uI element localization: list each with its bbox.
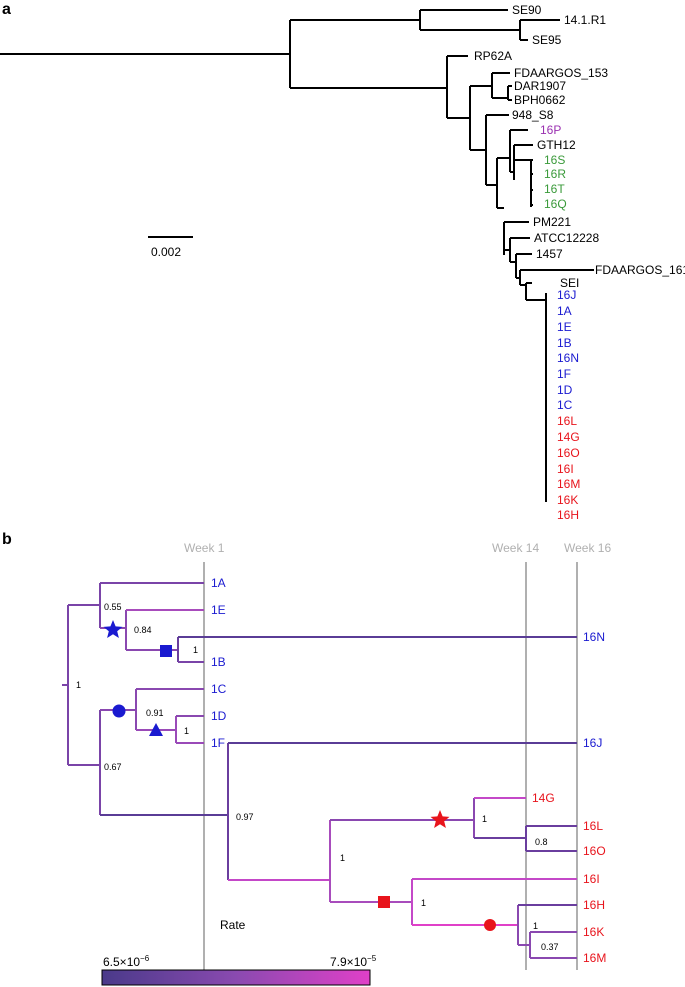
tree-a-leaf-16j: 16J [557,288,576,302]
tree-a-leaf-bph0662: BPH0662 [514,93,566,107]
support-value-16j-clade: 0.97 [236,812,254,822]
support-value-root: 1 [76,680,81,690]
week-14-label: Week 14 [492,541,539,555]
rate-max-label: 7.9×10−5 [330,954,377,969]
blue-star-marker [103,620,123,638]
tree-b-leaf-1a: 1A [211,576,226,590]
tree-a-leaf-16q: 16Q [544,197,567,211]
support-value-16n-1b: 1 [193,645,198,655]
tree-a-leaf-1457: 1457 [536,247,563,261]
tree-a-leaf-fdaargos-153: FDAARGOS_153 [514,66,608,80]
tree-a-leaf-1f: 1F [557,367,571,381]
tree-b-leaf-16n: 16N [583,630,605,644]
tree-a-leaf-1d: 1D [557,383,573,397]
blue-triangle-marker [149,723,163,736]
support-value-1e-clade: 0.84 [134,625,152,635]
tree-b-leaf-16o: 16O [583,844,606,858]
tree-a-leaf-16m: 16M [557,477,580,491]
tree-a-leaf-1b: 1B [557,336,572,350]
support-value-1a-1e: 0.55 [104,602,122,612]
support-value-16i-clade: 1 [421,898,426,908]
tree-a-leaf-16h: 16H [557,508,579,522]
tree-b-support-values: 1 0.55 0.84 1 0.91 1 0.67 0.97 1 1 0.8 1 1 0.37 [76,602,559,952]
week-1-label: Week 1 [184,541,225,555]
scale-bar-label: 0.002 [151,245,181,259]
tree-a-leaf-1c: 1C [557,398,573,412]
week-16-label: Week 16 [564,541,611,555]
support-value-1c-clade: 0.91 [146,708,164,718]
support-value-16h-clade: 1 [533,921,538,931]
tree-a-leaf-16r: 16R [544,167,566,181]
tree-a-leaf-sei: SEI [560,276,579,290]
tree-b-leaf-16i: 16I [583,872,600,886]
tree-a-leaf-14g: 14G [557,430,580,444]
panel-b: b Week 1 Week 14 Week 16 [2,531,611,986]
tree-b-leaf-1e: 1E [211,603,226,617]
panel-a: a [0,1,685,522]
tree-b-leaf-16h: 16H [583,898,605,912]
tree-a-leaf-pm221: PM221 [533,215,571,229]
tree-a-leaf-atcc12228: ATCC12228 [534,231,599,245]
tree-b-leaf-14g: 14G [532,791,555,805]
tree-a-leaf-1e: 1E [557,320,572,334]
tree-a-leaf-16p: 16P [540,123,561,137]
tree-a-leaf-16i: 16I [557,462,574,476]
support-value-14g-clade: 1 [482,814,487,824]
tree-a-leaf-se90: SE90 [512,3,542,17]
tree-b-labels: 1A 1E 16N 1B 1C 1D 1F 16J 14G 16L 16O 16I 16H 16K 16M [211,576,606,965]
tree-a-leaf-dar1907: DAR1907 [514,79,566,93]
tree-a-leaf-948-s8: 948_S8 [512,108,554,122]
support-value-c-big: 0.67 [104,762,122,772]
tree-a-leaf-16t: 16T [544,182,565,196]
support-value-red-clade: 1 [340,853,345,863]
blue-square-marker [160,645,172,657]
tree-b-leaf-16m: 16M [583,951,606,965]
tree-a-leaf-16n: 16N [557,351,579,365]
panel-a-label: a [2,1,11,18]
tree-a-leaf-gth12: GTH12 [537,138,576,152]
rate-gradient-bar [101,969,371,986]
tree-b-leaf-16j: 16J [583,736,602,750]
tree-b-branches [62,582,577,959]
tree-b-leaf-1b: 1B [211,655,226,669]
tree-a-leaf-fdaargos-161: FDAARGOS_161 [595,263,685,277]
tree-a-leaf-16k: 16K [557,493,578,507]
panel-b-label: b [2,531,12,548]
red-circle-marker [484,919,496,931]
tree-a-leaf-se95: SE95 [532,33,562,47]
support-value-1d-1f: 1 [184,726,189,736]
support-value-16l-16o: 0.8 [535,837,548,847]
tree-a-leaf-16o: 16O [557,446,580,460]
red-square-marker [378,896,390,908]
tree-a-leaf-16l: 16L [557,414,577,428]
support-value-16k-16m: 0.37 [541,942,559,952]
tree-a-leaf-16s: 16S [544,153,565,167]
tree-b-leaf-16l: 16L [583,819,603,833]
red-star-marker [430,810,450,828]
tree-b-markers [103,620,496,931]
tree-b-leaf-1f: 1F [211,736,225,750]
tree-a-leaf-rp62a: RP62A [474,49,512,63]
tree-b-leaf-16k: 16K [583,925,604,939]
tree-a-branches [0,9,594,502]
tree-a-labels: SE90 14.1.R1SE95RP62AFDAARGOS_153DAR1907B… [474,3,685,522]
tree-b-leaf-1c: 1C [211,682,227,696]
tree-b-leaf-1d: 1D [211,709,227,723]
rate-min-label: 6.5×10−6 [103,954,150,969]
tree-a-leaf-1a: 1A [557,304,572,318]
tree-a-leaf-14-1-r1: 14.1.R1 [564,13,606,27]
week-lines [203,562,578,970]
rate-title: Rate [220,918,246,932]
blue-circle-marker [112,704,126,718]
